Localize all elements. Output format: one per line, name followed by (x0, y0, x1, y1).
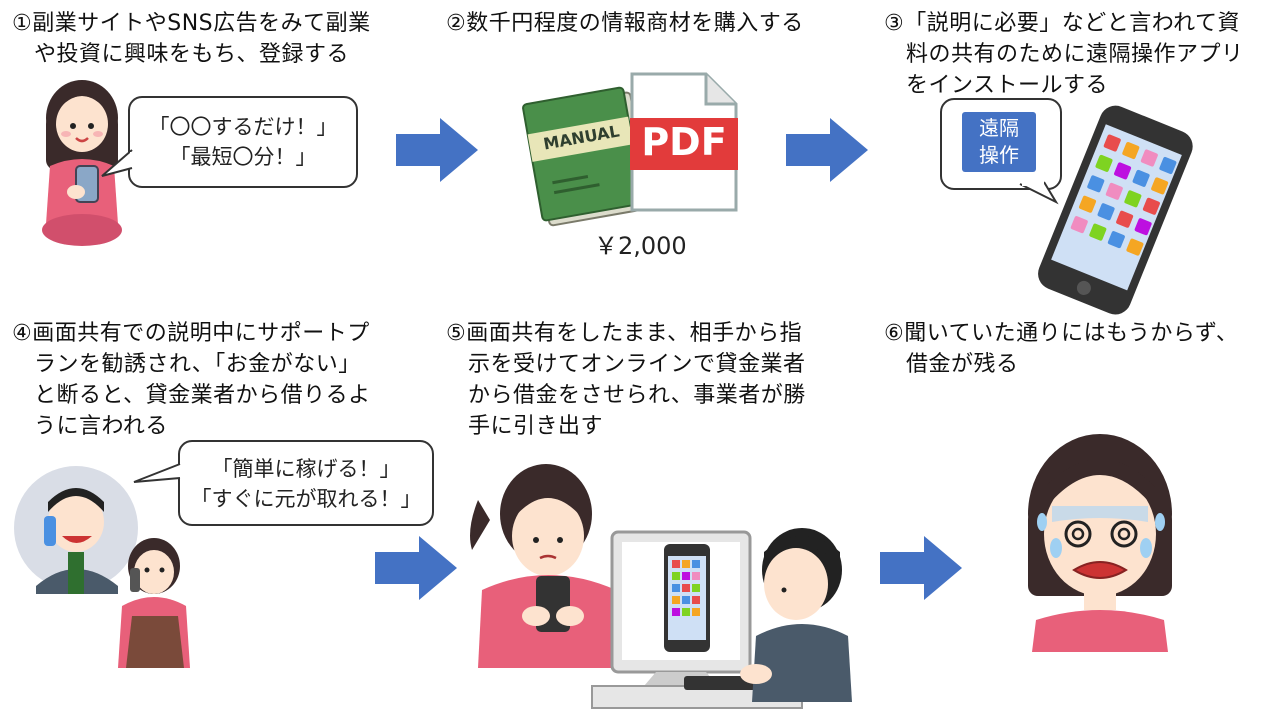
step6-caption-line: 借金が残る (906, 352, 1019, 377)
bubble-line: 「簡単に稼げる！」 (211, 457, 401, 481)
bubble-line: 「最短〇分！」 (169, 145, 317, 169)
phone-scam-illustration (14, 466, 190, 668)
remote-app-label: 遠隔 (979, 116, 1019, 140)
remote-control-app-icon: 遠隔 操作 (962, 112, 1036, 172)
step6-caption: ⑥聞いていた通りにはもうからず、 借金が残る (884, 318, 1238, 380)
pdf-label: PDF (641, 120, 727, 164)
step4-caption-line: ランを勧誘され、「お金がない」 (34, 352, 361, 377)
arrow-right-icon (396, 118, 478, 182)
bubble-line: 「〇〇するだけ！」 (148, 115, 338, 139)
step5-caption-line: 示を受けてオンラインで貸金業者 (468, 352, 806, 377)
step3-caption-line: をインストールする (906, 73, 1109, 98)
step4-caption-line: と断ると、貸金業者から借りるよ (34, 383, 371, 408)
woman-with-phone-illustration (42, 80, 122, 246)
step4-caption-line: ④画面共有での説明中にサポートプ (12, 321, 370, 346)
step5-caption: ⑤画面共有をしたまま、相手から指 示を受けてオンラインで貸金業者 から借金をさせ… (446, 318, 806, 442)
bubble-tail (1019, 178, 1059, 205)
step5-caption-line: 手に引き出す (468, 414, 604, 439)
arrow-right-icon (786, 118, 868, 182)
bubble-tail (133, 463, 184, 483)
price-label: ￥2,000 (594, 232, 687, 260)
step5-caption-line: ⑤画面共有をしたまま、相手から指 (446, 321, 803, 346)
arrow-right-icon (880, 536, 962, 600)
step1-caption-line: ①副業サイトやSNS広告をみて副業 (12, 11, 371, 36)
step5-caption-line: から借金をさせられ、事業者が勝 (468, 383, 806, 408)
speech-bubble: 「簡単に稼げる！」 「すぐに元が取れる！」 (178, 440, 434, 526)
step1-caption: ①副業サイトやSNS広告をみて副業 や投資に興味をもち、登録する (12, 8, 371, 70)
speech-bubble: 「〇〇するだけ！」 「最短〇分！」 (128, 96, 358, 188)
step2-caption: ②数千円程度の情報商材を購入する (446, 8, 804, 39)
distressed-woman-illustration (1028, 434, 1172, 652)
arrow-right-icon (375, 536, 457, 600)
step6-caption-line: ⑥聞いていた通りにはもうからず、 (884, 321, 1239, 346)
step3-caption-line: 料の共有のために遠隔操作アプリ (906, 42, 1244, 67)
step3-caption: ③「説明に必要」などと言われて資 料の共有のために遠隔操作アプリ をインストール… (884, 8, 1244, 101)
step4-caption-line: うに言われる (34, 414, 168, 439)
screen-sharing-illustration (470, 464, 852, 709)
step2-caption-line: ②数千円程度の情報商材を購入する (446, 11, 804, 36)
bubble-tail (101, 149, 136, 177)
bubble-line: 「すぐに元が取れる！」 (190, 487, 422, 511)
step1-caption-line: や投資に興味をもち、登録する (34, 42, 350, 67)
manual-book-icon (522, 86, 651, 227)
pdf-file-icon (630, 72, 738, 212)
remote-app-label: 操作 (979, 143, 1019, 167)
smartphone-icon (1038, 105, 1193, 315)
step3-caption-line: ③「説明に必要」などと言われて資 (884, 11, 1240, 36)
step4-caption: ④画面共有での説明中にサポートプ ランを勧誘され、「お金がない」 と断ると、貸金… (12, 318, 371, 442)
